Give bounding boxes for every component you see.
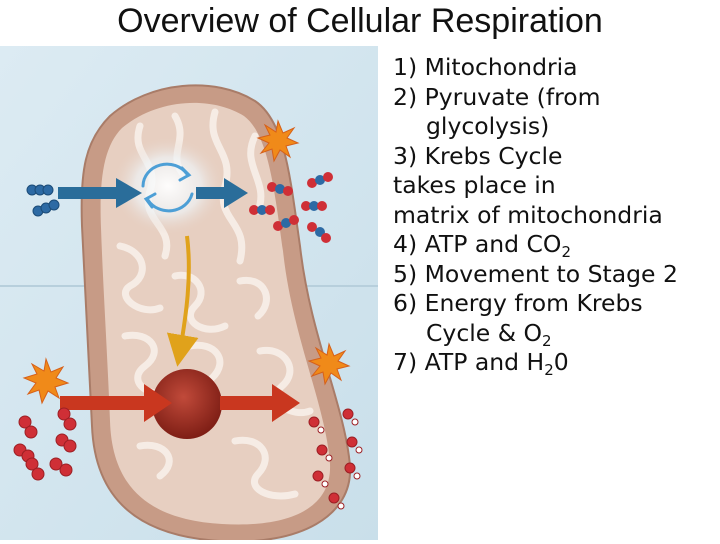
list-item: 2) Pyruvate (from <box>393 82 601 111</box>
list-item: matrix of mitochondria <box>393 200 663 229</box>
list-item: 7) ATP and H20 <box>393 348 569 379</box>
starburst-icon <box>22 357 70 405</box>
list-item: 3) Krebs Cycle <box>393 141 563 170</box>
list-item: 6) Energy from Krebs <box>393 289 643 317</box>
starburst-icon <box>256 119 300 163</box>
list-item: takes place in <box>393 171 556 199</box>
list-item: glycolysis) <box>426 112 550 140</box>
list-item: 1) Mitochondria <box>393 53 578 81</box>
arrow-icon <box>60 384 300 422</box>
molecule-icon <box>308 408 363 510</box>
molecule-icon <box>13 407 77 481</box>
mitochondrion-diagram <box>0 46 378 543</box>
respiration-steps-list: 1) Mitochondria 2) Pyruvate (from glycol… <box>393 53 720 378</box>
list-item: 5) Movement to Stage 2 <box>393 259 678 288</box>
krebs-glow <box>113 138 223 234</box>
molecule-icon <box>249 172 333 243</box>
mitochondrion-illustration <box>0 46 378 543</box>
energy-sphere <box>152 369 222 439</box>
molecule-icon <box>26 184 60 217</box>
yellow-flow-arrow <box>166 235 199 367</box>
slide-title: Overview of Cellular Respiration <box>117 2 603 40</box>
list-item: Cycle & O2 <box>426 318 552 350</box>
list-item: 4) ATP and CO2 <box>393 230 571 261</box>
starburst-icon <box>307 342 351 386</box>
arrow-icon <box>58 178 248 208</box>
krebs-cycle-arrows-icon <box>141 162 194 213</box>
